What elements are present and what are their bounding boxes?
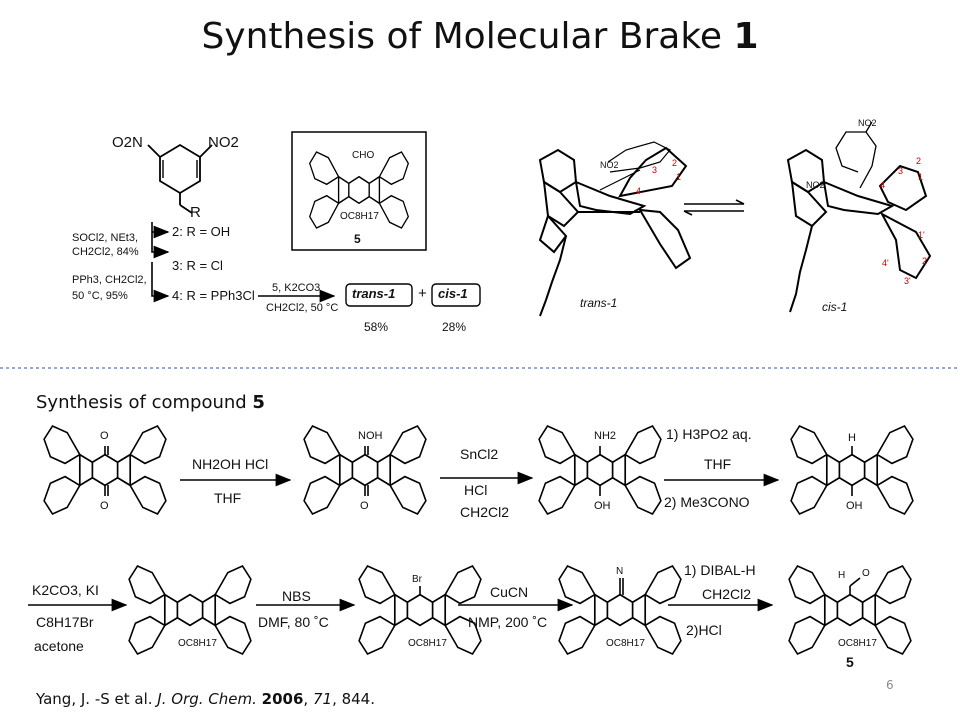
reagent-ch2cl2: CH2Cl2, 84% bbox=[72, 246, 139, 258]
step4-reagent-bot-a: C8H17Br bbox=[36, 614, 94, 630]
trans-num-4: 4 bbox=[636, 186, 642, 196]
step5-reagent-top: NBS bbox=[282, 588, 311, 604]
cis-1-structure bbox=[786, 121, 932, 313]
m1-o-bot: O bbox=[100, 500, 109, 512]
cis-yield: 28% bbox=[442, 320, 467, 334]
reagent-soc12: SOCl2, NEt3, bbox=[72, 232, 139, 244]
m6-br: Br bbox=[412, 574, 422, 585]
row1-arrows bbox=[180, 471, 780, 487]
citation: Yang, J. -S et al. J. Org. Chem. 2006, 7… bbox=[36, 690, 375, 708]
page-number: 6 bbox=[886, 678, 894, 692]
step6-reagent-top: CuCN bbox=[490, 584, 529, 600]
cis-no2-a: NO2 bbox=[806, 180, 825, 190]
trans-yield: 58% bbox=[364, 320, 389, 334]
step7-reagent-top-a: 1) DIBAL-H bbox=[684, 562, 756, 578]
m5-oc8: OC8H17 bbox=[178, 638, 217, 649]
cis-num-3p: 3' bbox=[904, 276, 911, 286]
compound-5-box bbox=[291, 131, 427, 251]
step7-reagent-top-b: CH2Cl2 bbox=[702, 586, 752, 602]
m3-oh: OH bbox=[594, 500, 611, 512]
step2-reagent-bot-b: CH2Cl2 bbox=[460, 504, 510, 520]
reagent-50c: 50 °C, 95% bbox=[72, 290, 128, 302]
compound-3-label: 3: R = Cl bbox=[172, 258, 223, 273]
step6-reagent-bot: NMP, 200 ˚C bbox=[468, 614, 548, 630]
cis-num-2: 2 bbox=[916, 156, 922, 166]
cis-caption: cis-1 bbox=[822, 300, 848, 314]
step3-reagent-top-b: THF bbox=[704, 456, 732, 472]
cis-num-4: 4 bbox=[880, 180, 886, 190]
m8-oc8: OC8H17 bbox=[838, 638, 877, 649]
trans-num-3: 3 bbox=[652, 165, 658, 175]
cis-num-3: 3 bbox=[898, 166, 904, 176]
m6-oc8: OC8H17 bbox=[408, 638, 447, 649]
m7-oc8: OC8H17 bbox=[606, 638, 645, 649]
cis-num-1: 1 bbox=[918, 172, 924, 182]
plus-sign: + bbox=[418, 285, 427, 302]
compound-2-label: 2: R = OH bbox=[172, 224, 231, 239]
step4-reagent-bot-b: acetone bbox=[34, 638, 84, 654]
step1-reagent-bot: THF bbox=[214, 490, 242, 506]
step2-reagent-top: SnCl2 bbox=[460, 446, 499, 462]
m4-oh: OH bbox=[846, 500, 863, 512]
slide-title: Synthesis of Molecular Brake 1 bbox=[201, 16, 759, 57]
step-brackets bbox=[151, 222, 336, 303]
no2-left-label: O2N bbox=[112, 134, 143, 151]
reagent-pph3: PPh3, CH2Cl2, bbox=[72, 274, 147, 286]
trans-1-label: trans-1 bbox=[352, 286, 396, 301]
nitrobenzyl-structure bbox=[147, 143, 213, 214]
step2-reagent-bot-a: HCl bbox=[464, 482, 488, 498]
cis-num-2p: 2' bbox=[922, 256, 929, 266]
r-group-label: R bbox=[190, 204, 201, 221]
trans-caption: trans-1 bbox=[580, 296, 618, 310]
box-cho-label: CHO bbox=[352, 150, 375, 161]
no2-right-label: NO2 bbox=[208, 134, 239, 151]
trans-num-2: 2 bbox=[672, 158, 678, 168]
m7-n: N bbox=[616, 566, 624, 577]
m8-o: O bbox=[862, 568, 870, 579]
cis-1-label: cis-1 bbox=[438, 286, 468, 301]
step1-reagent-top: NH2OH HCl bbox=[192, 456, 269, 472]
step3-reagent-top-a: 1) H3PO2 aq. bbox=[666, 426, 752, 442]
m2-noh: NOH bbox=[358, 430, 383, 442]
m8-h: H bbox=[838, 570, 846, 581]
section-heading: Synthesis of compound 5 bbox=[36, 392, 265, 413]
equilibrium-arrows bbox=[683, 199, 745, 216]
final-compound-label: 5 bbox=[846, 654, 854, 670]
trans-1-box bbox=[345, 283, 413, 307]
step4-reagent-top: K2CO3, KI bbox=[32, 582, 99, 598]
cis-1-box bbox=[431, 283, 481, 307]
trans-no2-label: NO2 bbox=[600, 160, 619, 170]
m2-o: O bbox=[360, 500, 369, 512]
m4-h: H bbox=[848, 432, 856, 444]
trans-num-1: 1 bbox=[676, 172, 682, 182]
cis-num-1p: 1' bbox=[918, 230, 925, 240]
compound-4-label: 4: R = PPh3Cl bbox=[172, 288, 255, 303]
step7-reagent-bot: 2)HCl bbox=[686, 622, 722, 638]
step5-reagent-bot: DMF, 80 ˚C bbox=[258, 614, 329, 630]
m3-nh2: NH2 bbox=[594, 430, 617, 442]
reagent-ch2cl2-50c: CH2Cl2, 50 °C bbox=[266, 302, 339, 314]
box-oc8-label: OC8H17 bbox=[340, 211, 379, 222]
box-5-label: 5 bbox=[354, 232, 361, 246]
cis-no2-b: NO2 bbox=[858, 118, 877, 128]
trans-1-structure bbox=[538, 141, 692, 317]
cis-num-4p: 4' bbox=[882, 258, 889, 268]
reagent-5-k2co3: 5, K2CO3 bbox=[272, 282, 321, 294]
step3-reagent-bot: 2) Me3CONO bbox=[664, 494, 750, 510]
m1-o-top: O bbox=[100, 430, 109, 442]
